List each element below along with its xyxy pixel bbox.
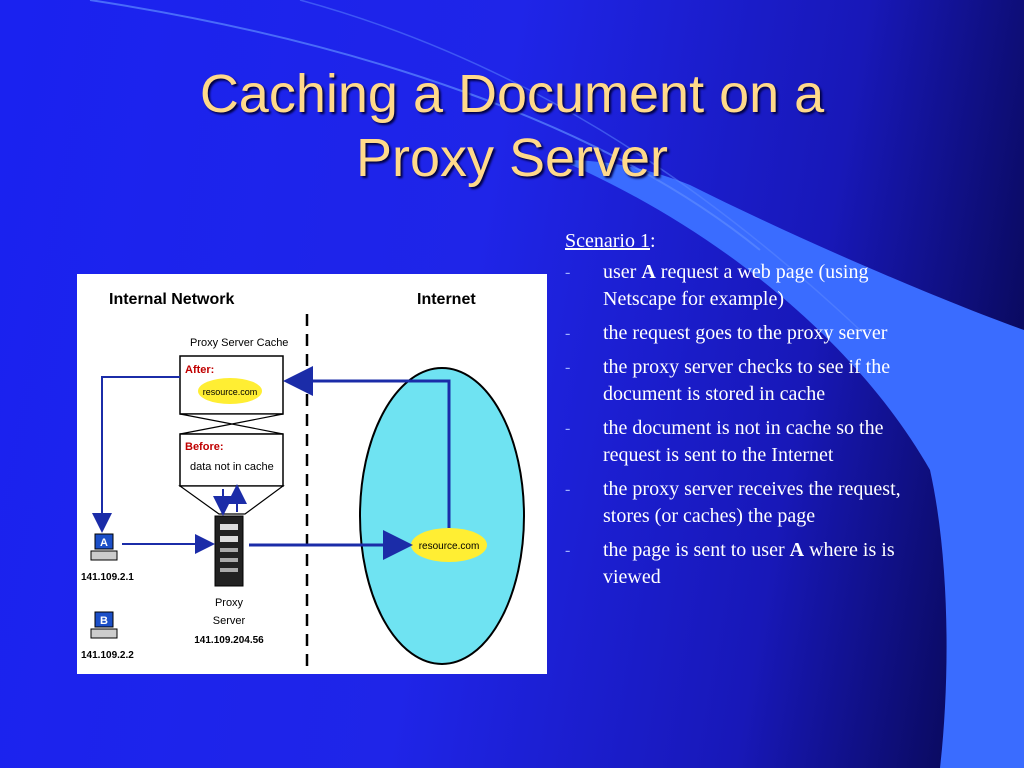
server-ip: 141.109.204.56	[194, 635, 264, 646]
server-label-1: Proxy	[215, 597, 244, 609]
list-item: - the page is sent to user A where is is…	[565, 537, 945, 591]
before-label: Before:	[185, 441, 224, 453]
title-line-2: Proxy Server	[355, 128, 669, 188]
server-bay-2	[220, 536, 238, 542]
cache-connector	[179, 413, 284, 435]
list-item: - the proxy server receives the request,…	[565, 476, 945, 530]
scenario-text: Scenario 1: - user A request a web page (…	[565, 228, 945, 598]
server-label-2: Server	[213, 615, 246, 627]
scenario-heading: Scenario 1:	[565, 228, 945, 255]
client-a-monitor	[94, 533, 114, 550]
client-b-base	[90, 628, 118, 639]
deliver-arrow	[92, 376, 180, 533]
scenario-list: - user A request a web page (using Netsca…	[565, 259, 945, 591]
internal-network-label: Internal Network	[109, 291, 234, 308]
client-a-base	[90, 550, 118, 561]
server-bay-1	[220, 524, 238, 530]
client-a-letter: A	[100, 537, 108, 549]
diagram-canvas: Internal Network Internet resource.com P…	[81, 291, 525, 672]
bullet-dash: -	[565, 359, 571, 376]
client-a-ip: 141.109.2.1	[81, 572, 134, 583]
scenario-title: Scenario 1	[565, 230, 650, 252]
internet-site-label: resource.com	[419, 541, 480, 552]
client-b-ip: 141.109.2.2	[81, 650, 134, 661]
swoosh-highlight	[89, 0, 761, 251]
internet-site-oval	[411, 528, 487, 562]
list-item: - user A request a web page (using Netsca…	[565, 259, 945, 313]
item-text-end: request a web page (using Netscape for e…	[603, 261, 869, 310]
response-arrow	[283, 366, 451, 528]
cache-label: Proxy Server Cache	[190, 337, 288, 349]
bullet-dash: -	[565, 481, 571, 498]
client-b-letter: B	[100, 615, 108, 627]
after-label: After:	[185, 364, 214, 376]
title-line-1: Caching a Document on a	[199, 64, 825, 124]
bullet-dash: -	[565, 264, 571, 281]
list-item: - the document is not in cache so the re…	[565, 415, 945, 469]
item-text-end: where is is viewed	[603, 539, 895, 588]
server-bay-3	[220, 548, 238, 552]
item-text: the proxy server checks to see if the do…	[603, 356, 891, 405]
item-bold: A	[641, 261, 656, 283]
server-bay-4	[220, 558, 238, 562]
slide-title: Caching a Document on a Proxy Server	[60, 62, 964, 190]
list-item: - the proxy server checks to see if the …	[565, 354, 945, 408]
swoosh-highlight-2	[299, 0, 861, 331]
server-bay-5	[220, 568, 238, 572]
item-text: the document is not in cache so the requ…	[603, 417, 884, 466]
bullet-dash: -	[565, 542, 571, 559]
item-text: user	[603, 261, 642, 283]
after-value: resource.com	[203, 387, 258, 397]
before-value: data not in cache	[190, 461, 274, 473]
item-bold: A	[789, 539, 805, 561]
item-text: the page is sent to user	[603, 539, 790, 561]
cache-before-box	[179, 433, 284, 487]
bullet-dash: -	[565, 420, 571, 437]
client-b-monitor	[94, 611, 114, 628]
swoosh-shape	[560, 160, 1024, 768]
item-text: the request goes to the proxy server	[603, 322, 888, 344]
internet-cloud	[359, 367, 525, 665]
item-text: the proxy server receives the request, s…	[603, 478, 901, 527]
scenario-colon: :	[649, 230, 656, 252]
internet-label: Internet	[417, 291, 476, 308]
list-item: - the request goes to the proxy server	[565, 320, 945, 347]
cache-funnel	[178, 485, 285, 515]
bullet-dash: -	[565, 325, 571, 342]
network-diagram: Internal Network Internet resource.com P…	[77, 274, 547, 674]
after-oval	[198, 378, 262, 404]
